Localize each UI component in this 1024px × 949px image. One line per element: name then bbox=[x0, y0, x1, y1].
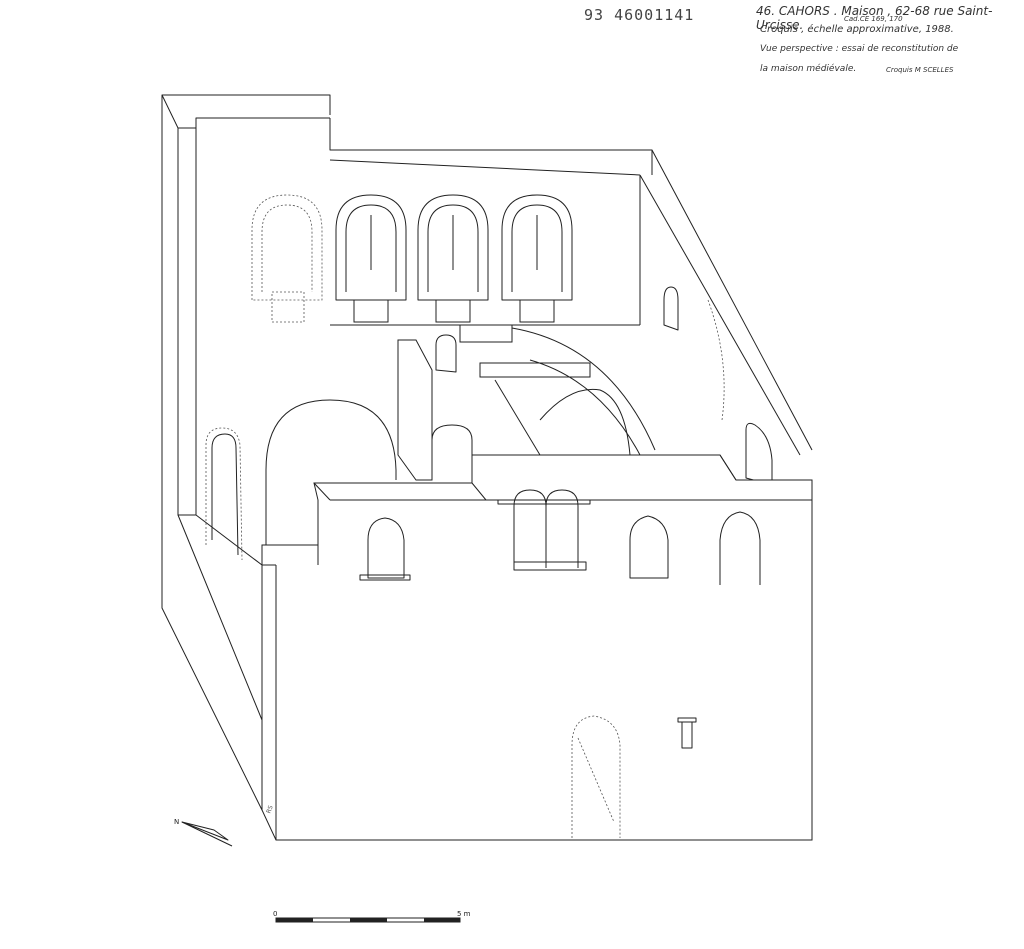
west-arch-window bbox=[205, 427, 243, 561]
north-label: N bbox=[174, 818, 180, 826]
east-wall-openings bbox=[663, 286, 773, 486]
sketch-scale-note: Croquis , échelle approximative, 1988. bbox=[760, 24, 954, 35]
title-line: 46. CAHORS . Maison , 62-68 rue Saint-Ur… bbox=[756, 4, 993, 32]
cadastre-reference: Cad.CE 169, 170 bbox=[844, 15, 903, 23]
author-credit: Croquis M SCELLES bbox=[886, 66, 954, 74]
upper-arcade-windows bbox=[251, 194, 573, 323]
facade-windows bbox=[359, 489, 761, 838]
interior-structure bbox=[265, 324, 656, 545]
south-facade bbox=[261, 454, 813, 841]
view-description-continued: la maison médiévale. bbox=[760, 64, 857, 74]
inventory-number: 93 46001141 bbox=[584, 6, 695, 24]
scale-start-label: 0 bbox=[273, 910, 278, 918]
scale-bar bbox=[275, 917, 461, 923]
north-arrow bbox=[181, 821, 233, 847]
view-description: Vue perspective : essai de reconstitutio… bbox=[760, 44, 959, 54]
scale-end-label: 5 m bbox=[457, 910, 471, 918]
